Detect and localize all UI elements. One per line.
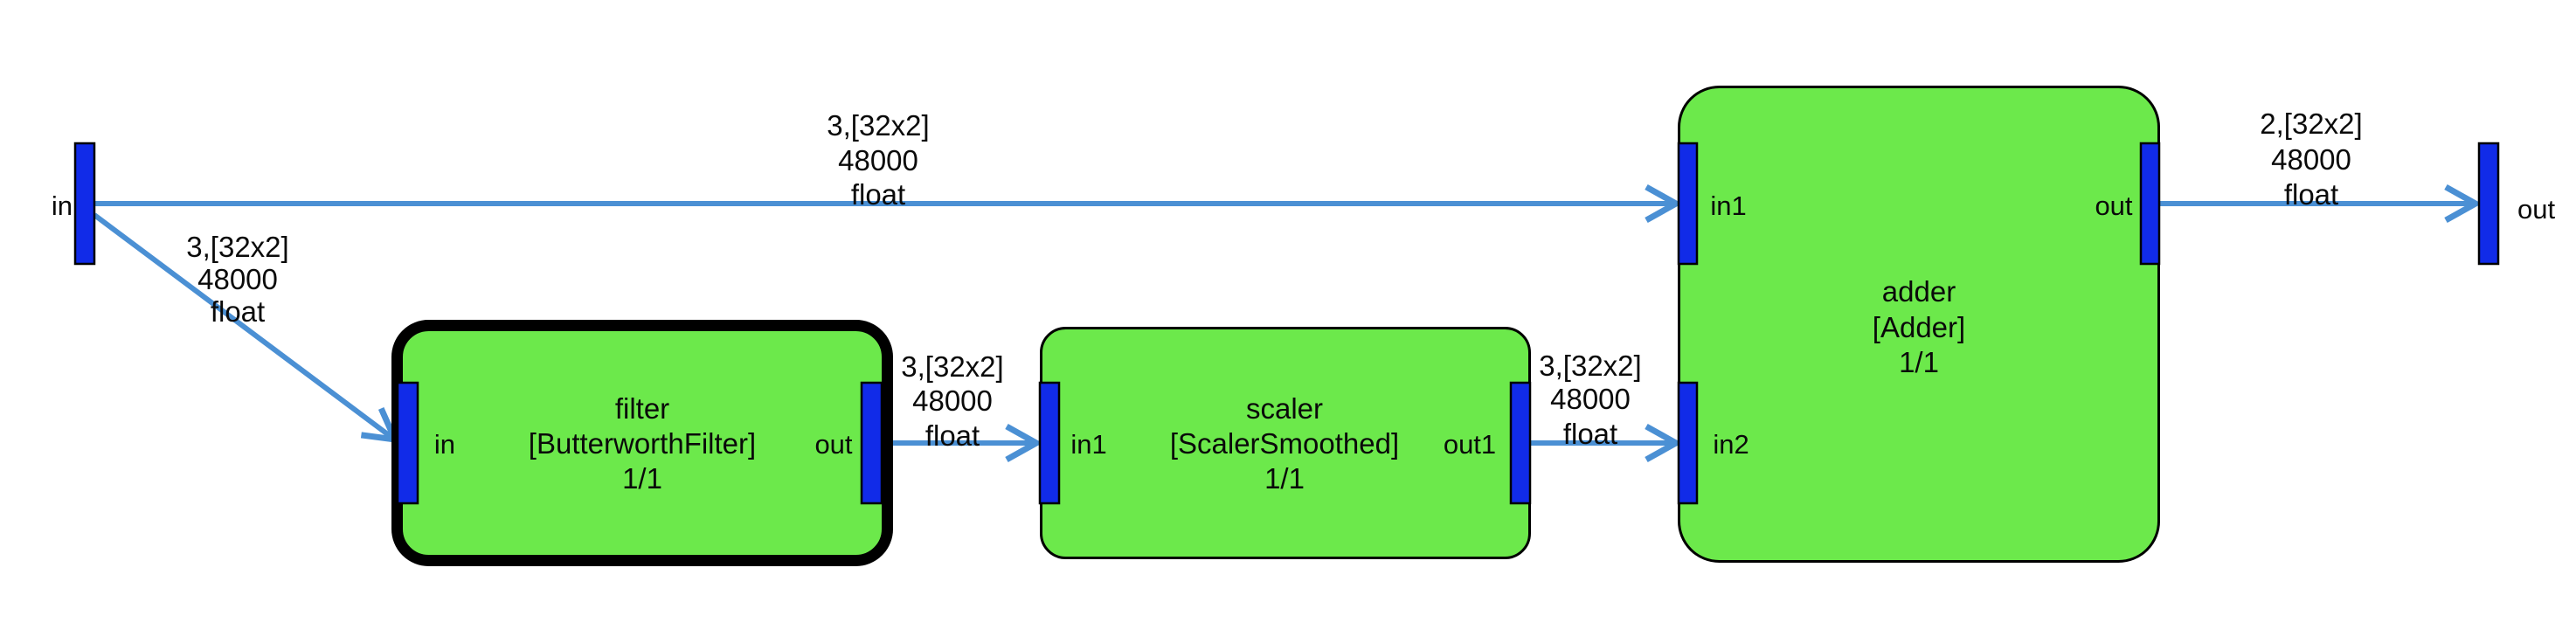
edge-label-in-to-adder-in1: 3,[32x2] 48000 float xyxy=(827,109,929,211)
edge-scaler-out1-to-adder-in2: 3,[32x2] 48000 float xyxy=(1530,350,1683,463)
edge-filter-out-to-scaler-in1: 3,[32x2] 48000 float xyxy=(883,350,1043,463)
edge-label-rate: 48000 xyxy=(1550,383,1631,415)
edge-label-dtype: float xyxy=(1563,418,1617,450)
edge-in-to-adder-in1: 3,[32x2] 48000 float xyxy=(94,109,1683,224)
edge-label-rate: 48000 xyxy=(912,384,993,417)
arrowhead-adder-in2 xyxy=(1645,423,1683,463)
adder-name: adder xyxy=(1882,275,1956,308)
edge-label-in-to-filter-in: 3,[32x2] 48000 float xyxy=(186,231,288,328)
edge-label-scaler-to-adder: 3,[32x2] 48000 float xyxy=(1539,350,1641,450)
source-endpoint: in xyxy=(52,142,96,266)
sink-label: out xyxy=(2517,194,2555,225)
adder-port-in2[interactable] xyxy=(1677,381,1699,505)
source-port[interactable] xyxy=(73,142,96,266)
sink-endpoint: out xyxy=(2477,142,2555,266)
scaler-port-out1[interactable] xyxy=(1509,381,1532,505)
arrowhead-sink-out xyxy=(2444,183,2483,224)
edge-label-shape: 2,[32x2] xyxy=(2260,107,2362,140)
edge-label-shape: 3,[32x2] xyxy=(901,350,1003,383)
source-label: in xyxy=(52,190,73,221)
adder-body[interactable] xyxy=(1678,86,2160,563)
adder-ratio: 1/1 xyxy=(1899,346,1939,378)
node-scaler: in1 out1 scaler [ScalerSmoothed] 1/1 xyxy=(1038,327,1532,559)
adder-type: [Adder] xyxy=(1873,311,1965,343)
scaler-port-in1-label: in1 xyxy=(1070,429,1106,460)
arrowhead-scaler-in1 xyxy=(1005,423,1043,463)
edge-label-rate: 48000 xyxy=(197,263,278,295)
filter-port-in[interactable] xyxy=(396,381,419,505)
sink-port[interactable] xyxy=(2477,142,2500,266)
scaler-type: [ScalerSmoothed] xyxy=(1170,427,1399,460)
edge-label-adder-to-out: 2,[32x2] 48000 float xyxy=(2260,107,2362,211)
edge-adder-out-to-out: 2,[32x2] 48000 float xyxy=(2159,107,2483,224)
filter-port-out[interactable] xyxy=(860,381,883,505)
edge-label-dtype: float xyxy=(2284,178,2338,211)
edge-label-shape: 3,[32x2] xyxy=(186,231,288,263)
adder-port-out-label: out xyxy=(2095,190,2132,221)
adder-port-in2-label: in2 xyxy=(1713,429,1748,460)
edge-label-rate: 48000 xyxy=(2271,143,2351,176)
edge-label-dtype: float xyxy=(851,178,905,211)
edge-label-shape: 3,[32x2] xyxy=(827,109,929,142)
node-adder: in1 in2 out adder [Adder] 1/1 xyxy=(1677,86,2161,563)
arrowhead-adder-in1 xyxy=(1645,183,1683,224)
filter-port-out-label: out xyxy=(814,429,852,460)
edge-label-dtype: float xyxy=(925,419,980,452)
filter-type: [ButterworthFilter] xyxy=(529,427,756,460)
edge-in-to-filter-in: 3,[32x2] 48000 float xyxy=(93,212,400,444)
scaler-ratio: 1/1 xyxy=(1264,462,1305,495)
edge-label-rate: 48000 xyxy=(838,144,918,177)
filter-name: filter xyxy=(615,392,669,425)
node-filter: in out filter [ButterworthFilter] 1/1 xyxy=(391,320,893,566)
filter-port-in-label: in xyxy=(434,429,455,460)
edge-label-shape: 3,[32x2] xyxy=(1539,350,1641,382)
edge-line-in-to-filter-in[interactable] xyxy=(93,212,394,440)
scaler-port-out1-label: out1 xyxy=(1444,429,1496,460)
filter-ratio: 1/1 xyxy=(622,462,662,495)
edge-label-filter-to-scaler: 3,[32x2] 48000 float xyxy=(901,350,1003,452)
edge-label-dtype: float xyxy=(211,295,265,328)
adder-port-in1[interactable] xyxy=(1677,142,1699,266)
scaler-port-in1[interactable] xyxy=(1038,381,1061,505)
adder-port-out[interactable] xyxy=(2139,142,2161,266)
adder-port-in1-label: in1 xyxy=(1710,190,1746,221)
scaler-name: scaler xyxy=(1246,392,1323,425)
